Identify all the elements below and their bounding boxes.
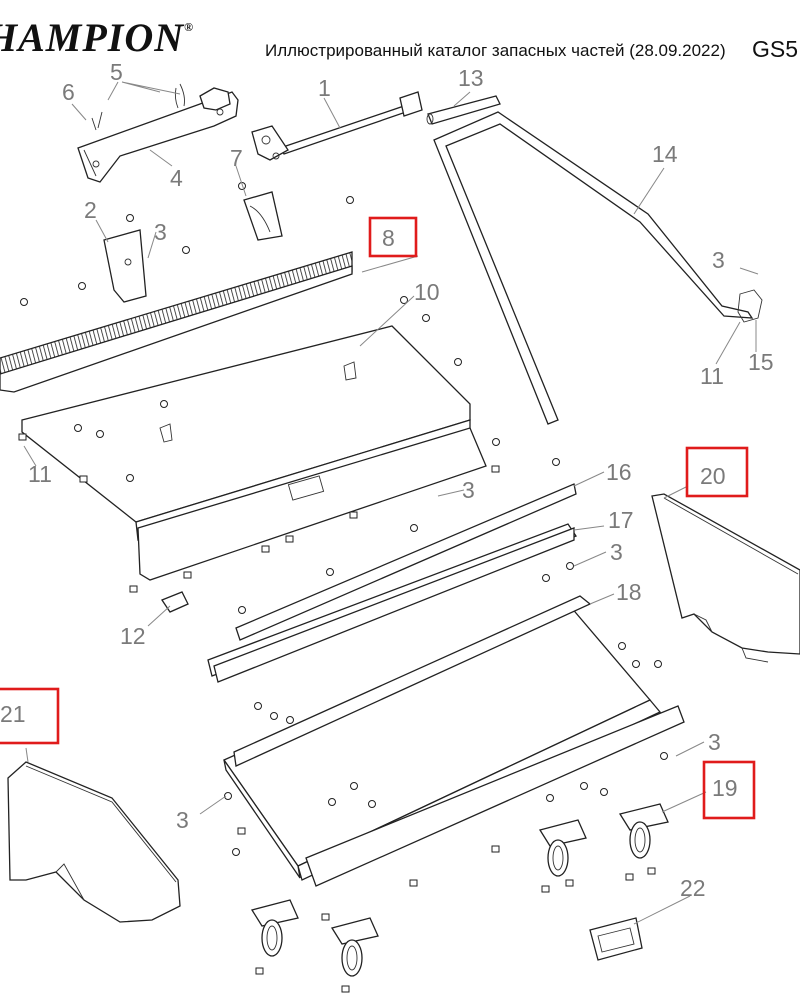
side-panel-right-20 (651, 493, 800, 663)
callout-7: 7 (230, 145, 243, 171)
fastener-hardware (18, 182, 668, 993)
callout-14: 14 (652, 141, 678, 167)
callout-20: 20 (700, 463, 726, 489)
callout-11: 11 (28, 461, 52, 487)
tube-part (426, 95, 501, 125)
caster-wheel (330, 917, 379, 977)
callout-3: 3 (176, 807, 189, 833)
callout-21: 21 (0, 701, 26, 727)
handle-part-22 (589, 917, 643, 961)
callout-17: 17 (608, 507, 634, 533)
callout-11: 11 (700, 363, 724, 389)
callout-16: 16 (606, 459, 632, 485)
callout-12: 12 (120, 623, 146, 649)
linkage-arm-assembly (77, 83, 239, 183)
callout-3: 3 (610, 539, 623, 565)
model-code: GS5 (752, 36, 799, 62)
highlight-box-20 (685, 446, 749, 498)
plate-part-17 (207, 523, 577, 683)
highlight-box-8 (368, 216, 418, 258)
highlight-boxes (0, 216, 756, 820)
callout-10: 10 (414, 279, 440, 305)
part-callouts: 1 2 3 4 5 6 7 8 10 11 12 13 14 3 11 15 3… (0, 59, 774, 901)
callout-3: 3 (712, 247, 725, 273)
leader-lines (23, 81, 759, 925)
callout-18: 18 (616, 579, 642, 605)
catalog-title: Иллюстрированный каталог запасных частей… (265, 41, 726, 60)
callout-3: 3 (708, 729, 721, 755)
callout-2: 2 (84, 197, 97, 223)
bracket-part-2 (103, 229, 147, 303)
callout-8: 8 (382, 225, 395, 251)
caster-wheel (538, 819, 587, 877)
callout-3: 3 (154, 219, 167, 245)
side-panel-left-21 (7, 761, 181, 923)
callout-1: 1 (318, 75, 331, 101)
callout-15: 15 (748, 349, 774, 375)
hopper-top-plate (21, 325, 487, 581)
handle-frame (433, 111, 763, 425)
callout-22: 22 (680, 875, 706, 901)
brand-logo: HAMPION® (0, 15, 195, 60)
callout-13: 13 (458, 65, 484, 91)
highlight-box-19 (702, 760, 756, 820)
caster-wheel (618, 803, 669, 859)
strip-part-16 (235, 483, 577, 641)
callout-3: 3 (462, 477, 475, 503)
bracket-part-7 (243, 191, 283, 241)
clip-part-12 (161, 591, 189, 613)
shaft-part (251, 91, 423, 161)
callout-6: 6 (62, 79, 75, 105)
callout-4: 4 (170, 165, 183, 191)
highlight-box-21 (0, 687, 60, 745)
grate-part (0, 251, 353, 393)
callout-19: 19 (712, 775, 738, 801)
callout-5: 5 (110, 59, 123, 85)
caster-wheel (250, 899, 299, 957)
